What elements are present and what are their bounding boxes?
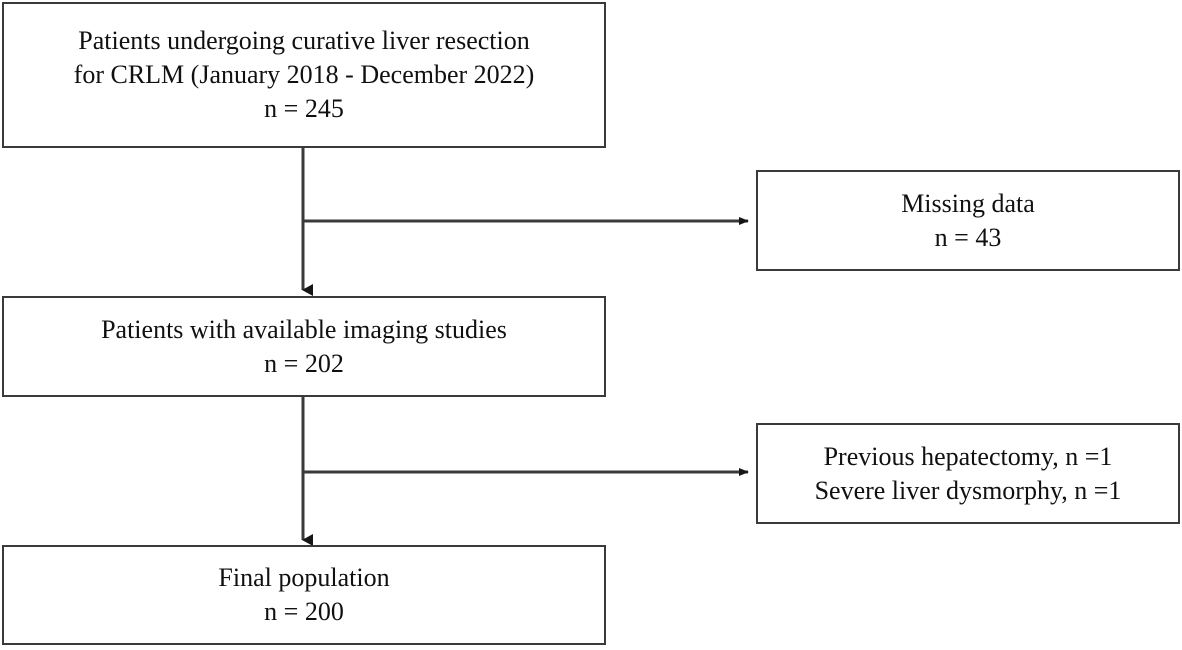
- node-final-label: Final population: [218, 563, 390, 593]
- node-imaging-label: Patients with available imaging studies: [101, 314, 507, 344]
- node-excluded-line-1: Previous hepatectomy, n =1: [823, 441, 1113, 471]
- node-missing-data: Missing data n = 43: [756, 170, 1180, 271]
- node-exclusion-criteria: Previous hepatectomy, n =1 Severe liver …: [756, 423, 1180, 524]
- node-excluded-line-2: Severe liver dysmorphy, n =1: [814, 475, 1122, 505]
- node-enrolled-line-1: Patients undergoing curative liver resec…: [78, 26, 530, 56]
- node-missing-count: n = 43: [934, 222, 1002, 252]
- node-enrolled-count: n = 245: [264, 93, 344, 123]
- node-missing-label: Missing data: [901, 188, 1035, 218]
- node-imaging-count: n = 202: [264, 348, 344, 378]
- node-available-imaging: Patients with available imaging studies …: [2, 296, 606, 397]
- node-enrolled-line-2: for CRLM (January 2018 - December 2022): [73, 60, 535, 90]
- node-enrolled-patients: Patients undergoing curative liver resec…: [2, 2, 606, 148]
- node-final-population: Final population n = 200: [2, 545, 606, 645]
- node-final-count: n = 200: [264, 597, 344, 626]
